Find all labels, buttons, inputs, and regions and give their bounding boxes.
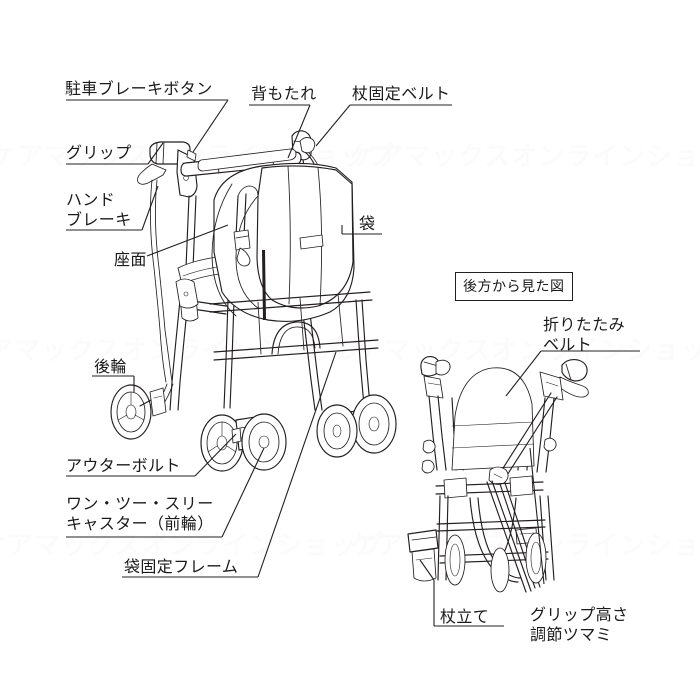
rv-folding-belt xyxy=(488,392,558,485)
label-hand-brake: ハンド ブレーキ xyxy=(66,190,132,229)
main-frame xyxy=(169,195,371,411)
rear-wheel-left xyxy=(110,384,167,440)
label-backrest: 背もたれ xyxy=(251,84,317,103)
label-one-two-three-caster: ワン・ツー・スリー キャスター（前輪） xyxy=(66,494,214,533)
label-folding-belt: 折りたたみ ベルト xyxy=(543,315,626,354)
bag xyxy=(211,162,355,322)
rv-backrest-panel xyxy=(451,367,535,471)
label-bag-fixing-frame: 袋固定フレーム xyxy=(124,557,239,576)
rv-cane-holder-cup xyxy=(407,529,439,582)
leader-lines xyxy=(66,99,640,627)
rv-height-adjuster xyxy=(421,437,557,474)
label-seat-surface: 座面 xyxy=(114,250,147,269)
rear-view-caption: 後方から見た図 xyxy=(455,272,573,301)
front-caster-left xyxy=(231,413,287,471)
bag-fixing-frame xyxy=(209,291,379,361)
label-grip: グリップ xyxy=(66,143,132,162)
rv-wheels xyxy=(444,532,547,593)
label-grip-height-adjuster: グリップ高さ 調節ツマミ xyxy=(530,605,629,644)
rear-wheel-right xyxy=(200,414,244,472)
mid-wheel xyxy=(316,404,358,458)
backrest xyxy=(197,148,297,172)
label-cane-fixing-belt: 杖固定ベルト xyxy=(352,84,451,103)
rv-right-grip xyxy=(539,358,589,401)
main-walker-drawing xyxy=(110,130,397,472)
rv-left-grip xyxy=(420,355,451,399)
label-cane-holder: 杖立て xyxy=(440,607,490,626)
label-outer-bolt: アウターボルト xyxy=(66,456,181,475)
label-parking-brake-button: 駐車ブレーキボタン xyxy=(65,79,213,98)
rear-view-drawing xyxy=(407,355,589,593)
label-bag: 袋 xyxy=(359,214,376,233)
seat-hinge-block xyxy=(175,278,199,309)
label-rear-wheel: 後輪 xyxy=(94,357,127,376)
